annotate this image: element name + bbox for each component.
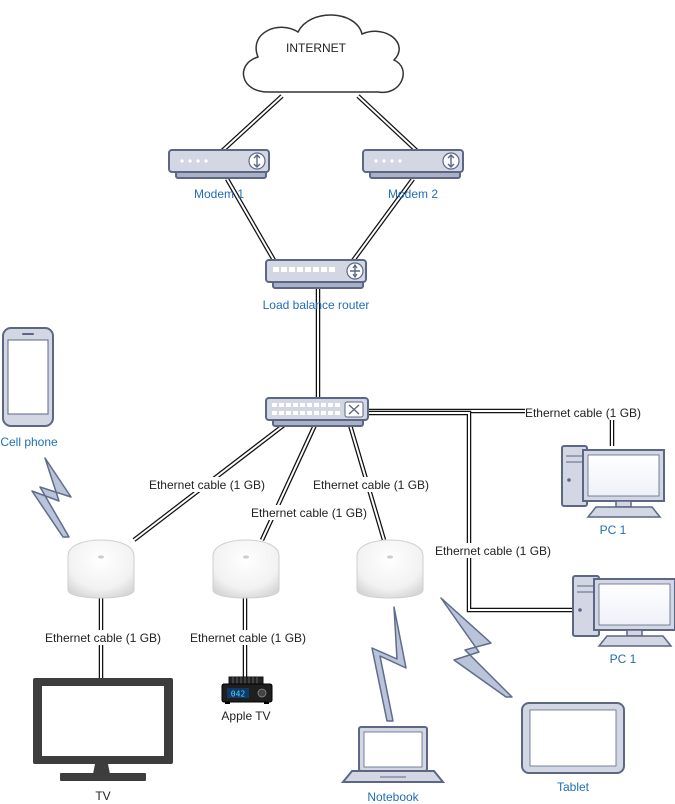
switch-body [265, 397, 369, 421]
cable-switch-pc-bottom [369, 410, 574, 613]
notebook[interactable] [340, 726, 446, 783]
cable-label-pc-top: Ethernet cable (1 GB) [525, 406, 641, 420]
cell-phone-speaker [22, 333, 34, 335]
pc-top[interactable] [561, 445, 665, 518]
router-ports [273, 267, 335, 272]
wireless-bolt-notebook [371, 606, 407, 722]
tv-label: TV [95, 789, 110, 803]
apple-tv-display-text: 042 [231, 690, 246, 699]
modem-2-body [362, 149, 464, 173]
tablet-label: Tablet [557, 780, 590, 794]
modem-1[interactable] [168, 149, 270, 179]
tablet-screen [529, 709, 617, 767]
wireless-bolt-cellphone [31, 457, 72, 538]
modem-2[interactable] [362, 149, 464, 179]
cable-label-wifi1: Ethernet cable (1 GB) [149, 478, 265, 492]
notebook-label: Notebook [367, 790, 419, 804]
cable-modem1-router [225, 177, 277, 264]
tv-screen [42, 686, 164, 756]
cable-label-wifi2: Ethernet cable (1 GB) [251, 506, 367, 520]
modem-2-leds [374, 159, 402, 163]
pc-bottom-keyboard [597, 635, 673, 647]
modem-1-label: Modem 1 [194, 187, 244, 201]
modem-1-updown-icon [248, 152, 266, 170]
television[interactable] [33, 678, 173, 781]
modem-2-label: Modem 2 [388, 187, 438, 201]
cable-internet-modem1 [219, 94, 284, 154]
wireless-links [31, 457, 513, 722]
cell-phone-screen [7, 339, 49, 415]
network-switch[interactable] [265, 397, 369, 427]
internet-cloud: INTERNET [242, 14, 404, 93]
router-arrows-icon [346, 262, 364, 280]
apple-tv-label: Apple TV [221, 709, 270, 723]
pc-bottom[interactable] [572, 575, 675, 647]
wifi-point-2[interactable] [212, 539, 280, 599]
pc-bottom-label: PC 1 [610, 652, 637, 666]
cell-phone[interactable] [2, 327, 54, 427]
modem-1-leds [180, 159, 208, 163]
router-label: Load balance router [263, 298, 370, 312]
switch-ports [272, 403, 340, 415]
switch-cross-arrows-icon [344, 401, 364, 418]
wifi-point-1[interactable] [67, 539, 135, 599]
load-balance-router[interactable] [265, 259, 367, 289]
cable-internet-modem2 [356, 94, 420, 154]
cable-label-appletv: Ethernet cable (1 GB) [190, 631, 306, 645]
cable-labels: Ethernet cable (1 GB) Ethernet cable (1 … [45, 405, 641, 645]
pc-top-keyboard [586, 506, 662, 518]
modem-2-updown-icon [442, 152, 460, 170]
wireless-bolt-tablet [440, 597, 513, 698]
wifi-point-3[interactable] [356, 539, 424, 599]
cable-label-pc-bottom: Ethernet cable (1 GB) [435, 544, 551, 558]
cable-label-tv: Ethernet cable (1 GB) [45, 631, 161, 645]
cell-phone-label: Cell phone [0, 435, 58, 449]
modem-1-body [168, 149, 270, 173]
cables [98, 94, 615, 681]
cable-switch-wifi2 [259, 424, 318, 541]
cable-modem2-router [350, 177, 415, 264]
tv-stand [60, 773, 146, 781]
cable-label-wifi3: Ethernet cable (1 GB) [313, 478, 429, 492]
internet-label: INTERNET [286, 41, 347, 55]
apple-tv-box[interactable]: 042 [221, 676, 273, 704]
pc-top-label: PC 1 [600, 523, 627, 537]
tablet[interactable] [521, 702, 625, 774]
